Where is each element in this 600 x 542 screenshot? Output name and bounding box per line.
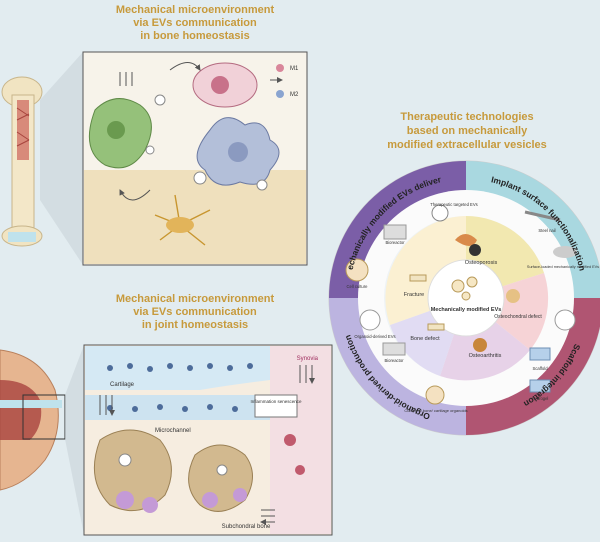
small-therapeutic: Therapeutic targeted EVs — [430, 202, 478, 207]
small-scaffold: Scaffold — [532, 366, 548, 371]
microchannel-label: Microchannel — [155, 428, 191, 434]
synovia-label: Synovia — [297, 356, 319, 362]
label-bone-defect: Bone defect — [410, 336, 440, 342]
m2-label: M2 — [290, 92, 299, 98]
joint-title-line1: Mechanical microenvironment — [116, 293, 275, 305]
right-title-line1: Therapeutic technologies — [400, 111, 533, 123]
bone-title-line3: in bone homeostasis — [140, 30, 249, 42]
circular-diagram — [328, 160, 600, 436]
bone-title-line1: Mechanical microenvironment — [116, 4, 275, 16]
label-fracture: Fracture — [404, 292, 424, 298]
joint-title-line3: in joint homeostasis — [142, 319, 248, 331]
bone-panel — [82, 51, 308, 266]
cartilage-label: Cartilage — [110, 382, 135, 388]
subchondral-label: Subchondral bone — [222, 524, 271, 530]
joint-panel — [83, 344, 333, 536]
label-osteochondral: Osteochondral defect — [494, 314, 542, 320]
center-label: Mechanically modified EVs — [431, 307, 502, 313]
zoom-funnel — [40, 52, 83, 265]
small-bioreactor2: Bioreactor — [384, 358, 404, 363]
inflammation-label: Inflammation senescence — [250, 399, 302, 404]
knee-joint-icon — [0, 349, 66, 491]
small-steel-nail: Steel nail — [538, 228, 555, 233]
femur-bone-icon — [1, 76, 43, 247]
m1-label: M1 — [290, 66, 299, 72]
small-organoid-evs: Organoid-derived EVs — [354, 334, 395, 339]
bone-title-line2: via EVs communication — [133, 17, 257, 29]
small-hydrogel: Hydrogel — [532, 396, 549, 401]
small-surface-loaded: Surface-loaded mechanically modified EVs — [527, 265, 599, 269]
right-title-line2: based on mechanically — [407, 125, 528, 137]
joint-zoom-funnel — [65, 345, 84, 535]
right-title-line3: modified extracellular vesicles — [387, 139, 547, 151]
label-osteoporosis: Osteoporosis — [465, 260, 498, 266]
joint-title-line2: via EVs communication — [133, 306, 257, 318]
small-bioreactor1: Bioreactor — [385, 240, 405, 245]
small-culture-organoids: Culture of bone/ cartilage organoids — [404, 408, 467, 413]
label-osteoarthritis: Osteoarthritis — [469, 353, 502, 359]
small-cell-culture: Cell culture — [347, 284, 369, 289]
